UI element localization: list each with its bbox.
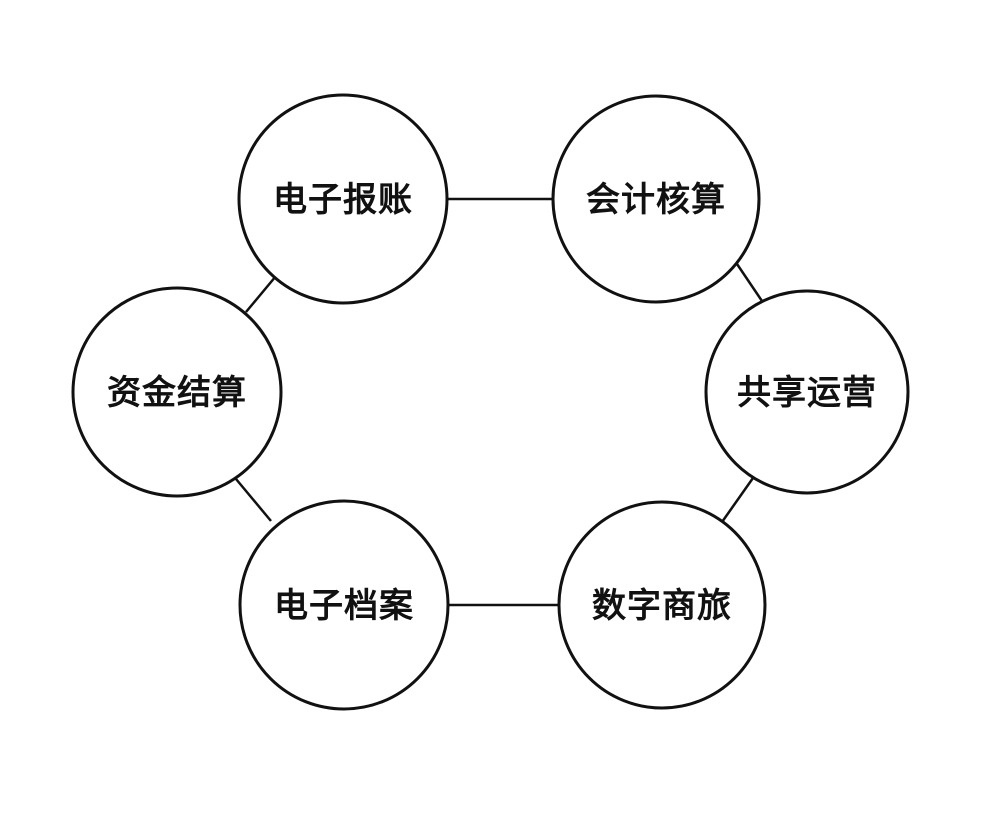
connector-accounting-shared-operations [735,263,764,302]
connector-shared-operations-business-travel [720,477,755,523]
node-electronic-archives-circle[interactable] [238,499,450,711]
node-digital-business-travel-label: 数字商旅 [592,586,732,626]
node-electronic-reimbursement-circle[interactable] [237,93,449,305]
node-digital-business-travel[interactable]: 数字商旅 [557,500,767,710]
node-fund-settlement-label: 资金结算 [107,373,247,413]
node-shared-operations[interactable]: 共享运营 [704,289,910,495]
node-accounting-circle[interactable] [551,94,761,304]
node-electronic-reimbursement-label: 电子报账 [273,180,413,220]
connector-archives-fund-settlement [235,478,272,522]
node-accounting[interactable]: 会计核算 [551,94,761,304]
connector-group [235,197,764,607]
node-group: 电子报账 会计核算 共享运营 数字商旅 电子档案 资金结算 [71,93,910,711]
node-shared-operations-label: 共享运营 [737,373,877,413]
node-electronic-archives[interactable]: 电子档案 [238,499,450,711]
connector-fund-settlement-reimbursement [245,275,277,313]
node-electronic-reimbursement[interactable]: 电子报账 [237,93,449,305]
node-fund-settlement[interactable]: 资金结算 [71,286,283,498]
node-digital-business-travel-circle[interactable] [557,500,767,710]
node-accounting-label: 会计核算 [586,180,726,220]
node-fund-settlement-circle[interactable] [71,286,283,498]
node-electronic-archives-label: 电子档案 [274,586,414,626]
node-shared-operations-circle[interactable] [704,289,910,495]
